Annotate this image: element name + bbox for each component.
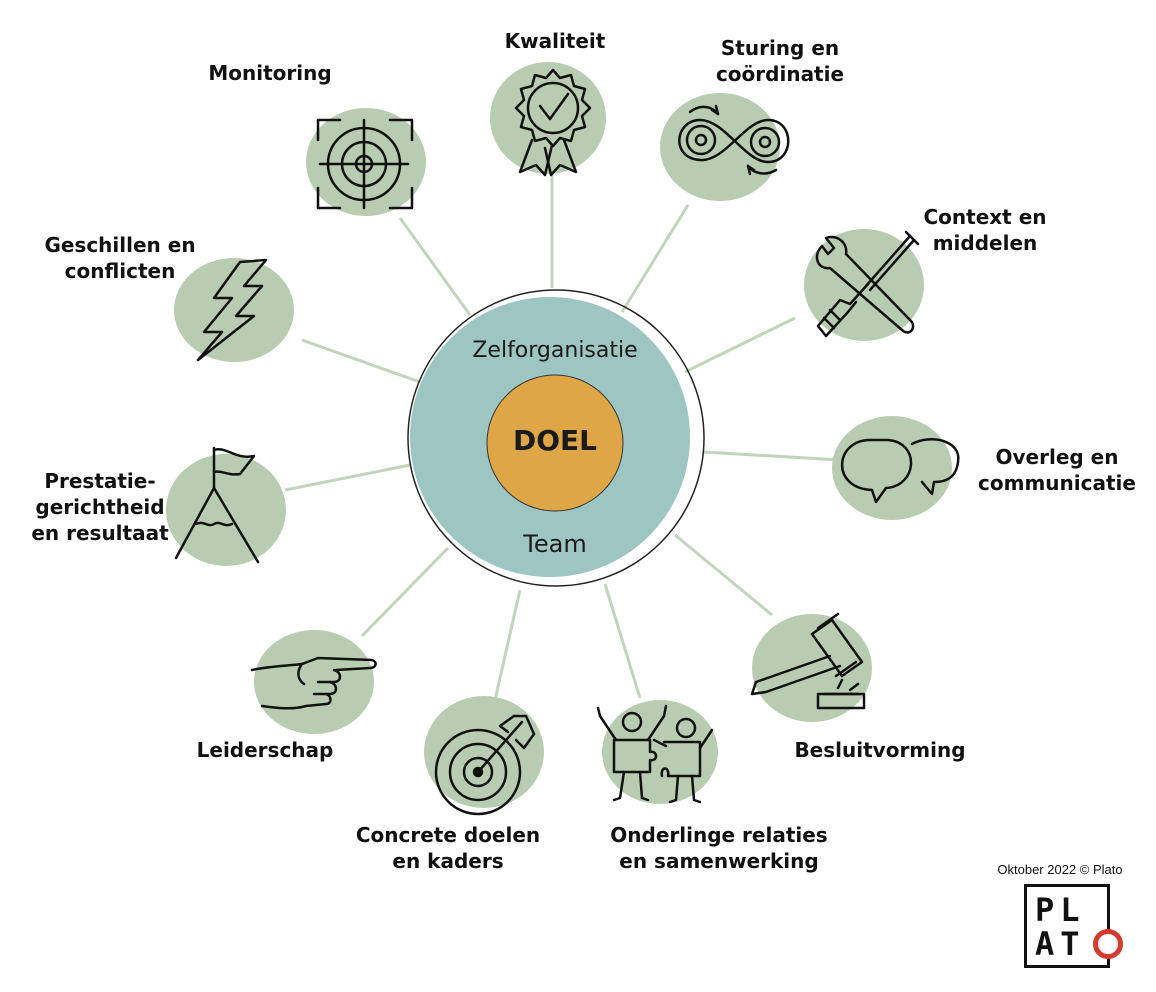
pointing-hand-icon: [250, 656, 377, 710]
gears-infinity-icon: [678, 104, 790, 176]
blob-doelen: [424, 696, 544, 808]
gavel-icon: [750, 612, 866, 710]
label-monitoring: Monitoring: [208, 61, 332, 85]
label-doelen: Concrete doelen en kaders: [355, 823, 541, 873]
spoke-monitoring: [398, 217, 472, 316]
ring-shadow-outline: [407, 289, 705, 587]
blob-leiderschap: [254, 630, 374, 734]
label-context: Context en middelen: [923, 205, 1047, 255]
label-prestatie: Prestatie- gerichtheid en resultaat: [31, 469, 169, 545]
label-relaties: Onderlinge relaties en samenwerking: [610, 823, 828, 873]
wrench-screwdriver-icon: [815, 230, 920, 338]
logo-ring-icon: [1093, 929, 1123, 959]
label-sturing: Sturing en coördinatie: [715, 36, 845, 86]
mountain-flag-icon: [174, 446, 260, 564]
target-arrow-icon: [434, 714, 536, 816]
crosshair-icon: [316, 118, 414, 210]
label-besluit: Besluitvorming: [794, 738, 966, 762]
label-geschillen: Geschillen en conflicten: [44, 233, 196, 283]
spoke-leiderschap: [360, 546, 450, 638]
team-label: Team: [523, 530, 587, 558]
rosette-check-icon: [514, 68, 592, 177]
center-circles: [407, 289, 705, 587]
outer-ring-label: Zelforganisatie: [472, 338, 638, 363]
label-kwaliteit: Kwaliteit: [504, 29, 606, 53]
spoke-besluit: [674, 533, 773, 617]
speech-bubbles-icon: [840, 438, 960, 504]
plato-logo: PL AT: [1024, 884, 1123, 968]
lightning-icon: [196, 258, 268, 362]
spoke-context: [684, 316, 796, 374]
core-label: DOEL: [512, 424, 597, 457]
blob-geschillen: [174, 258, 294, 362]
spoke-overleg: [703, 450, 841, 462]
blob-monitoring: [306, 108, 426, 216]
spoke-geschillen: [301, 338, 421, 384]
blob-overleg: [832, 416, 952, 520]
label-overleg: Overleg en communicatie: [978, 445, 1136, 495]
spoke-relaties: [603, 583, 642, 699]
spoke-doelen: [493, 589, 522, 701]
footer-credit: Oktober 2022 © Plato: [997, 862, 1123, 877]
puzzle-people-icon: [596, 704, 714, 804]
label-leiderschap: Leiderschap: [196, 738, 334, 762]
blob-relaties: [602, 700, 718, 804]
logo-line-1: PL: [1035, 891, 1086, 929]
spoke-sturing: [620, 204, 690, 313]
spoke-prestatie: [284, 463, 411, 492]
core-circle: [486, 374, 624, 512]
logo-line-2: AT: [1035, 925, 1086, 963]
spokes: [284, 165, 841, 701]
